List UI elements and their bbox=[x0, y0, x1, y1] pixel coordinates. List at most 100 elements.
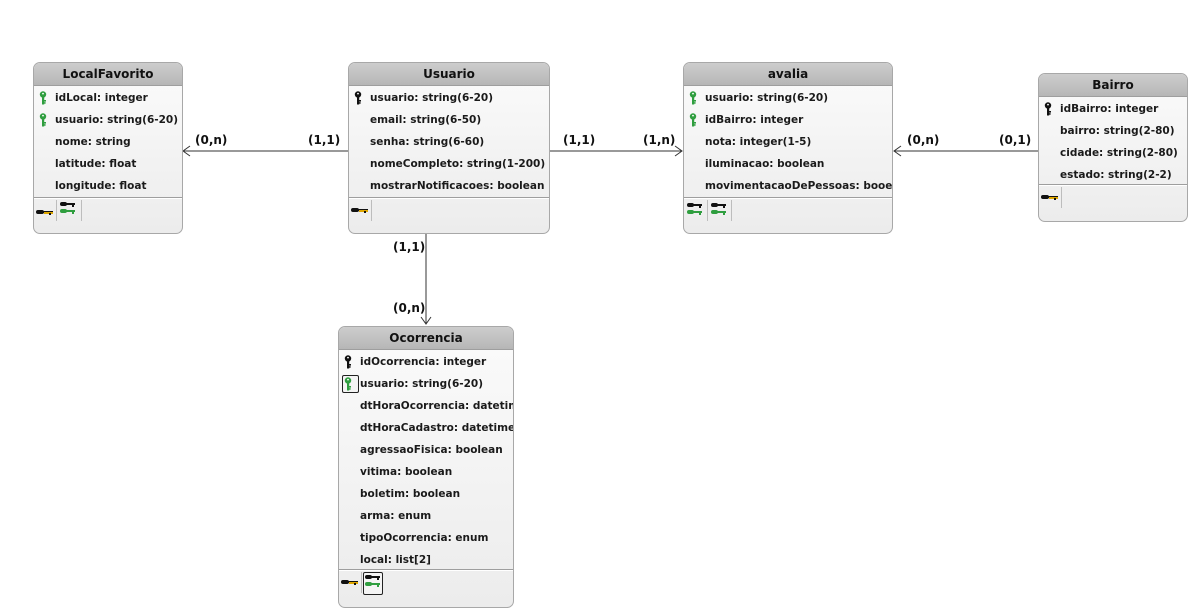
cardinality-bairro: (0,1) bbox=[999, 133, 1032, 147]
footer-pk-cell bbox=[339, 572, 362, 593]
attribute-row[interactable]: idBairro: integer bbox=[684, 109, 892, 131]
attribute-row[interactable]: dtHoraOcorrencia: datetime bbox=[339, 395, 513, 417]
attribute-label: cidade: string(2-80) bbox=[1060, 147, 1178, 159]
attribute-row[interactable]: idBairro: integer bbox=[1039, 98, 1187, 120]
attribute-label: local: list[2] bbox=[360, 554, 431, 566]
entity-footer bbox=[339, 569, 513, 607]
entity-footer bbox=[349, 197, 549, 233]
fk-key-icon bbox=[39, 91, 47, 105]
footer-pk-cell bbox=[34, 200, 57, 221]
attribute-label: email: string(6-50) bbox=[370, 114, 482, 126]
attribute-list: idLocal: integer usuario: string(6-20) nom… bbox=[34, 86, 182, 197]
black-green-key-icon bbox=[365, 575, 380, 587]
attribute-label: nota: integer(1-5) bbox=[705, 136, 812, 148]
attribute-row[interactable]: nomeCompleto: string(1-200) bbox=[349, 153, 549, 175]
attribute-row[interactable]: mostrarNotificacoes: boolean bbox=[349, 175, 549, 197]
attribute-label: idBairro: integer bbox=[1060, 103, 1159, 115]
cardinality-usuario-ocorrencia: (1,1) bbox=[393, 240, 426, 254]
attribute-row[interactable]: estado: string(2-2) bbox=[1039, 164, 1187, 186]
entity-usuario[interactable]: Usuario usuario: string(6-20)email: stri… bbox=[348, 62, 550, 234]
attribute-label: vitima: boolean bbox=[360, 466, 453, 478]
key-slot bbox=[689, 91, 702, 105]
entity-title: LocalFavorito bbox=[34, 63, 182, 86]
attribute-label: idLocal: integer bbox=[55, 92, 148, 104]
attribute-row[interactable]: arma: enum bbox=[339, 505, 513, 527]
attribute-row[interactable]: usuario: string(6-20) bbox=[339, 373, 513, 395]
key-slot bbox=[689, 113, 702, 127]
attribute-row[interactable]: movimentacaoDePessoas: booelan bbox=[684, 175, 892, 197]
cardinality-ocorrencia: (0,n) bbox=[393, 301, 426, 315]
attribute-row[interactable]: iluminacao: boolean bbox=[684, 153, 892, 175]
attribute-row[interactable]: vitima: boolean bbox=[339, 461, 513, 483]
cardinality-usuario-avalia: (1,1) bbox=[563, 133, 596, 147]
black-green-key-icon bbox=[711, 203, 726, 215]
attribute-label: nome: string bbox=[55, 136, 131, 148]
attribute-label: usuario: string(6-20) bbox=[55, 114, 179, 126]
attribute-label: latitude: float bbox=[55, 158, 137, 170]
footer-fk-cell bbox=[57, 200, 82, 221]
attribute-list: idBairro: integer bairro: string(2-80) cid… bbox=[1039, 97, 1187, 186]
attribute-row[interactable]: agressaoFisica: boolean bbox=[339, 439, 513, 461]
attribute-row[interactable]: bairro: string(2-80) bbox=[1039, 120, 1187, 142]
pk-key-icon bbox=[1044, 102, 1052, 116]
entity-bairro[interactable]: Bairro idBairro: integer bairro: string(2… bbox=[1038, 73, 1188, 222]
arrowhead-ocorrencia bbox=[420, 316, 432, 325]
attribute-row[interactable]: local: list[2] bbox=[339, 549, 513, 571]
footer-fk-cell-1 bbox=[684, 200, 708, 221]
fk-key-icon bbox=[689, 113, 697, 127]
key-slot bbox=[344, 355, 357, 369]
gold-key-icon bbox=[36, 210, 53, 215]
gold-key-icon bbox=[351, 208, 368, 213]
gold-key-icon bbox=[1041, 195, 1058, 200]
key-slot bbox=[1044, 102, 1057, 116]
attribute-label: usuario: string(6-20) bbox=[705, 92, 829, 104]
attribute-row[interactable]: boletim: boolean bbox=[339, 483, 513, 505]
attribute-row[interactable]: usuario: string(6-20) bbox=[34, 109, 182, 131]
fk-key-icon bbox=[344, 377, 352, 391]
arrowhead-avalia-right bbox=[893, 145, 902, 157]
footer-pk-cell bbox=[1039, 187, 1062, 208]
attribute-list: usuario: string(6-20) email: string(6-50)… bbox=[349, 86, 549, 197]
attribute-label: bairro: string(2-80) bbox=[1060, 125, 1175, 137]
attribute-row[interactable]: dtHoraCadastro: datetime bbox=[339, 417, 513, 439]
attribute-label: iluminacao: boolean bbox=[705, 158, 825, 170]
attribute-label: arma: enum bbox=[360, 510, 432, 522]
footer-pk-cell bbox=[349, 200, 372, 221]
key-slot bbox=[354, 91, 367, 105]
cardinality-usuario-local: (1,1) bbox=[308, 133, 341, 147]
entity-footer bbox=[34, 197, 182, 233]
black-green-key-icon bbox=[60, 202, 75, 214]
attribute-label: longitude: float bbox=[55, 180, 147, 192]
attribute-row[interactable]: latitude: float bbox=[34, 153, 182, 175]
attribute-row[interactable]: nota: integer(1-5) bbox=[684, 131, 892, 153]
cardinality-avalia-bairro: (0,n) bbox=[907, 133, 940, 147]
arrowhead-avalia-left bbox=[674, 145, 683, 157]
attribute-row[interactable]: usuario: string(6-20) bbox=[349, 87, 549, 109]
fk-key-icon bbox=[39, 113, 47, 127]
attribute-label: tipoOcorrencia: enum bbox=[360, 532, 489, 544]
attribute-label: dtHoraOcorrencia: datetime bbox=[360, 400, 514, 412]
entity-localfavorito[interactable]: LocalFavorito idLocal: integer usuario: s… bbox=[33, 62, 183, 234]
attribute-row[interactable]: idLocal: integer bbox=[34, 87, 182, 109]
attribute-row[interactable]: usuario: string(6-20) bbox=[684, 87, 892, 109]
attribute-row[interactable]: senha: string(6-60) bbox=[349, 131, 549, 153]
attribute-row[interactable]: idOcorrencia: integer bbox=[339, 351, 513, 373]
entity-avalia[interactable]: avalia usuario: string(6-20) idBairro: in… bbox=[683, 62, 893, 234]
attribute-row[interactable]: tipoOcorrencia: enum bbox=[339, 527, 513, 549]
key-slot bbox=[39, 91, 52, 105]
attribute-row[interactable]: cidade: string(2-80) bbox=[1039, 142, 1187, 164]
entity-title: Bairro bbox=[1039, 74, 1187, 97]
attribute-row[interactable]: email: string(6-50) bbox=[349, 109, 549, 131]
key-slot bbox=[39, 113, 52, 127]
pk-key-icon bbox=[344, 355, 352, 369]
attribute-row[interactable]: longitude: float bbox=[34, 175, 182, 197]
attribute-label: nomeCompleto: string(1-200) bbox=[370, 158, 546, 170]
attribute-row[interactable]: nome: string bbox=[34, 131, 182, 153]
entity-title: avalia bbox=[684, 63, 892, 86]
attribute-label: usuario: string(6-20) bbox=[360, 378, 484, 390]
attribute-label: usuario: string(6-20) bbox=[370, 92, 494, 104]
attribute-label: idBairro: integer bbox=[705, 114, 804, 126]
attribute-list: idOcorrencia: integer usuario: string(6-2… bbox=[339, 350, 513, 571]
